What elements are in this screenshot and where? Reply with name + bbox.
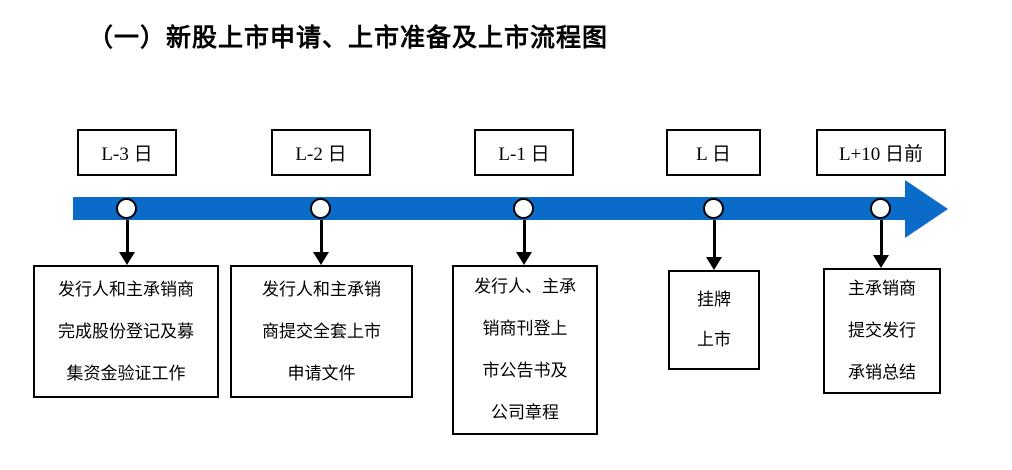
milestone-label-text: L-3 日: [101, 144, 153, 165]
step-box-listing: 挂牌 上市: [668, 270, 760, 370]
step-box-line: 挂牌: [697, 290, 731, 309]
step-box-line: 完成股份登记及募: [58, 321, 194, 341]
milestone-label-text: L-2 日: [295, 144, 347, 165]
step-box-line: 上市: [697, 330, 731, 349]
step-box-line: 提交发行: [848, 321, 916, 340]
step-box-line: 发行人和主承销: [262, 279, 381, 299]
timeline-node-icon: [870, 198, 891, 219]
step-box-line: 销商刊登上: [482, 319, 568, 338]
milestone-label-l-3: L-3 日: [77, 129, 177, 176]
timeline-node-icon: [310, 198, 331, 219]
step-box-line: 申请文件: [287, 363, 356, 383]
timeline-node-icon: [703, 198, 724, 219]
timeline-node-icon: [513, 198, 534, 219]
milestone-label-l-1: L-1 日: [474, 129, 574, 176]
step-box-line: 集资金验证工作: [66, 363, 186, 383]
step-box-line: 公司章程: [491, 403, 559, 422]
milestone-label-l10: L+10 日前: [816, 129, 946, 176]
step-box-line: 商提交全套上市: [262, 321, 381, 341]
milestone-label-l: L 日: [666, 129, 761, 176]
step-box-announcement: 发行人、主承 销商刊登上 市公告书及 公司章程: [452, 265, 598, 435]
milestone-label-l-2: L-2 日: [271, 129, 371, 176]
step-box-line: 主承销商: [848, 279, 916, 298]
page-title: （一）新股上市申请、上市准备及上市流程图: [88, 23, 609, 52]
timeline-bar: [73, 197, 905, 220]
milestone-label-text: L 日: [696, 144, 731, 165]
step-box-line: 市公告书及: [482, 361, 568, 380]
step-box-line: 承销总结: [848, 363, 916, 382]
timeline-node-icon: [116, 198, 137, 219]
step-box-underwriting-summary: 主承销商 提交发行 承销总结: [823, 268, 941, 394]
step-box-line: 发行人和主承销商: [58, 279, 194, 299]
step-box-registration: 发行人和主承销商 完成股份登记及募 集资金验证工作: [33, 265, 219, 398]
milestone-label-text: L-1 日: [498, 144, 550, 165]
timeline-arrowhead-icon: [905, 180, 948, 238]
step-box-submit-documents: 发行人和主承销 商提交全套上市 申请文件: [230, 265, 413, 398]
step-box-line: 发行人、主承: [474, 277, 576, 296]
milestone-label-text: L+10 日前: [838, 144, 924, 165]
